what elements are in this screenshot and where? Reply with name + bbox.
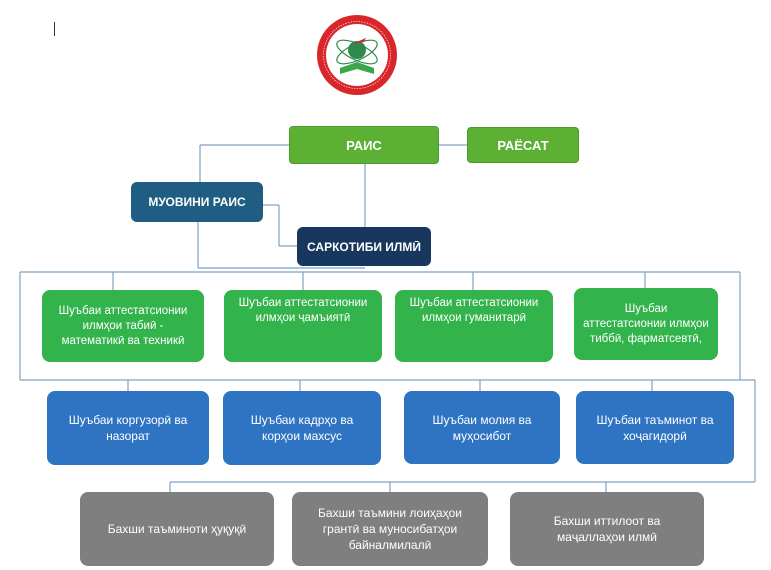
sarkotibi-ilmi-box: САРКОТИБИ ИЛМӢ xyxy=(297,227,431,266)
dept-records-control: Шуъбаи коргузорӣ ва назорат xyxy=(47,391,209,465)
section-information-journals: Бахши иттилоот ва маҷаллаҳои илмӣ xyxy=(510,492,704,566)
logo-book xyxy=(340,62,374,74)
rais-label: РАИС xyxy=(346,137,382,153)
rais-box: РАИС xyxy=(289,126,439,164)
section-label: Бахши иттилоот ва маҷаллаҳои илмӣ xyxy=(553,514,661,544)
section-label: Бахши таъминоти ҳуқуқӣ xyxy=(107,522,247,536)
dept-label: Шуъбаи кадрҳо ва корҳои махсус xyxy=(250,413,354,443)
section-legal: Бахши таъминоти ҳуқуқӣ xyxy=(80,492,274,566)
section-label: Бахши таъмини лоиҳаҳои грантӣ ва муносиб… xyxy=(318,506,462,552)
dept-medical: Шуъбаи аттестатсионии илмҳои тиббӣ, фарм… xyxy=(574,288,718,360)
muovini-rais-label: МУОВИНИ РАИС xyxy=(148,195,246,209)
logo-globe xyxy=(348,41,366,59)
dept-label: Шуъбаи аттестатсионии илмҳои ҷамъиятӣ xyxy=(238,297,368,324)
rayosat-label: РАЁСАТ xyxy=(497,137,549,153)
dept-personnel: Шуъбаи кадрҳо ва корҳои махсус xyxy=(223,391,381,465)
section-grants-international: Бахши таъмини лоиҳаҳои грантӣ ва муносиб… xyxy=(292,492,488,566)
rayosat-box: РАЁСАТ xyxy=(467,127,579,163)
dept-humanities: Шуъбаи аттестатсионии илмҳои гуманитарӣ xyxy=(395,290,553,362)
dept-label: Шуъбаи таъминот ва хоҷагидорӣ xyxy=(596,412,714,443)
dept-natural-sciences: Шуъбаи аттестатсионии илмҳои табиӣ - мат… xyxy=(42,290,204,362)
dept-label: Шуъбаи аттестатсионии илмҳои тиббӣ, фарм… xyxy=(583,302,709,345)
muovini-rais-box: МУОВИНИ РАИС xyxy=(131,182,263,222)
sarkotibi-ilmi-label: САРКОТИБИ ИЛМӢ xyxy=(307,239,421,254)
dept-social-sciences: Шуъбаи аттестатсионии илмҳои ҷамъиятӣ xyxy=(224,290,382,362)
text-cursor xyxy=(54,22,55,36)
dept-finance: Шуъбаи молия ва муҳосибот xyxy=(404,391,560,464)
dept-label: Шуъбаи молия ва муҳосибот xyxy=(432,412,532,443)
dept-label: Шуъбаи аттестатсионии илмҳои табиӣ - мат… xyxy=(58,304,188,347)
logo-emblem xyxy=(317,15,397,95)
dept-label: Шуъбаи коргузорӣ ва назорат xyxy=(68,413,188,443)
dept-label: Шуъбаи аттестатсионии илмҳои гуманитарӣ xyxy=(409,297,539,324)
dept-supply: Шуъбаи таъминот ва хоҷагидорӣ xyxy=(576,391,734,464)
